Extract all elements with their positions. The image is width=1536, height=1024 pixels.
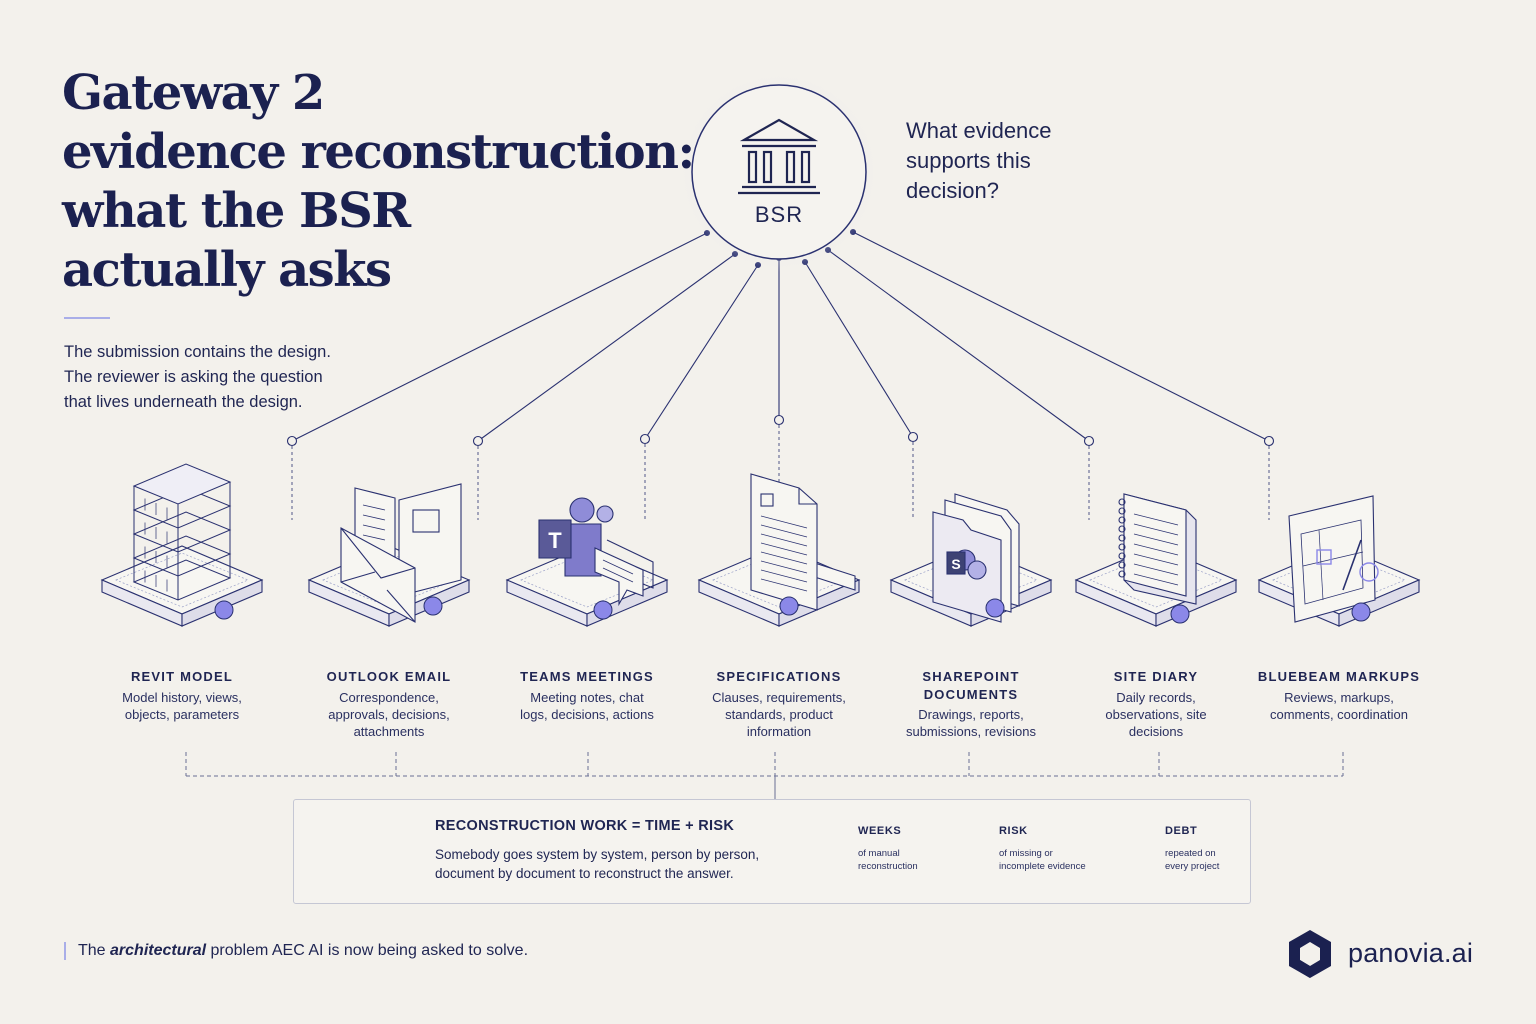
summary-text: Somebody goes system by system, person b… (435, 847, 760, 881)
connector-node (773, 414, 785, 426)
brand-name[interactable]: panovia.ai (1348, 938, 1474, 968)
source-title: SITE DIARY (1113, 669, 1199, 684)
source-platform (100, 463, 264, 627)
footer-accent-bar (64, 942, 66, 960)
page-title: Gateway 2 evidence reconstruction: what … (62, 65, 695, 298)
status-dot (423, 596, 443, 616)
building-model-icon (132, 463, 232, 601)
folder-icon: S (932, 493, 1020, 623)
government-building-icon (738, 118, 820, 195)
document-stack-icon (750, 473, 856, 611)
source-platform: T (505, 497, 669, 627)
teams-chat-icon: T (538, 497, 654, 607)
hub-label: BSR (754, 202, 804, 227)
source-title: SHAREPOINT DOCUMENTS (922, 669, 1020, 702)
connector-line (827, 249, 1090, 442)
summary-title: RECONSTRUCTION WORK = TIME + RISK (435, 818, 735, 834)
status-dot (1351, 602, 1371, 622)
connector-line (477, 253, 736, 442)
bsr-hub[interactable] (691, 84, 867, 260)
source-platform (307, 483, 471, 627)
source-platform (1257, 495, 1421, 627)
panovia-logo-icon (1289, 930, 1331, 978)
source-description: Reviews, markups, comments, coordination (1269, 690, 1408, 722)
hub-question: What evidence supports this decision? (906, 118, 1052, 203)
metric-debt-title: DEBT (1165, 825, 1198, 837)
notebook-icon (1118, 493, 1197, 605)
source-platform (1074, 493, 1238, 627)
source-title: SPECIFICATIONS (716, 669, 842, 684)
connector-node (1263, 435, 1275, 447)
source-description: Drawings, reports, submissions, revision… (905, 707, 1037, 739)
metric-weeks-desc: of manual reconstruction (858, 848, 918, 872)
metric-debt-desc: repeated on every project (1165, 848, 1220, 872)
metric-risk-desc: of missing or incomplete evidence (999, 848, 1086, 872)
intro-text: The submission contains the design. The … (64, 343, 331, 411)
title-accent-rule (64, 317, 110, 319)
platform-top (100, 545, 264, 615)
status-dot (214, 600, 234, 620)
metric-weeks-title: WEEKS (858, 825, 902, 837)
platform-grid (1089, 552, 1223, 608)
metric-risk-title: RISK (999, 825, 1028, 837)
platform-grid (115, 552, 249, 608)
platform-grid (322, 552, 456, 608)
source-platform: S (889, 493, 1053, 627)
connector-line (804, 261, 914, 438)
status-dot (593, 600, 613, 620)
platform-side (778, 579, 860, 627)
connector-line (291, 232, 708, 442)
drawing-markup-icon (1288, 495, 1379, 623)
summary-box (293, 799, 1251, 904)
source-platforms: TS (100, 463, 1421, 627)
status-dot (779, 596, 799, 616)
source-description: Meeting notes, chat logs, decisions, act… (520, 690, 654, 722)
source-description: Clauses, requirements, standards, produc… (712, 690, 846, 739)
source-title: OUTLOOK EMAIL (326, 669, 452, 684)
status-dot (1170, 604, 1190, 624)
source-title: BLUEBEAM MARKUPS (1257, 669, 1421, 684)
email-envelope-icon (340, 483, 462, 623)
connector-node (907, 431, 919, 443)
source-description: Daily records, observations, site decisi… (1105, 690, 1207, 739)
platform-grid (520, 552, 654, 608)
connector-line (644, 264, 759, 440)
svg-text:T: T (548, 528, 562, 553)
footer-caption: The architectural problem AEC AI is now … (78, 942, 529, 959)
source-description: Model history, views, objects, parameter… (122, 690, 242, 722)
connector-node (639, 433, 651, 445)
status-dot (985, 598, 1005, 618)
connector-line (852, 231, 1270, 442)
collector-lines (185, 752, 1344, 799)
source-title: REVIT MODEL (130, 669, 234, 684)
connector-node (286, 435, 298, 447)
connector-node (1083, 435, 1095, 447)
platform-grid (712, 552, 846, 608)
source-description: Correspondence, approvals, decisions, at… (328, 690, 450, 739)
source-title: TEAMS MEETINGS (520, 669, 654, 684)
svg-text:S: S (951, 556, 960, 572)
source-platform (697, 473, 861, 627)
connector-node (472, 435, 484, 447)
connector-lines (286, 228, 1275, 520)
